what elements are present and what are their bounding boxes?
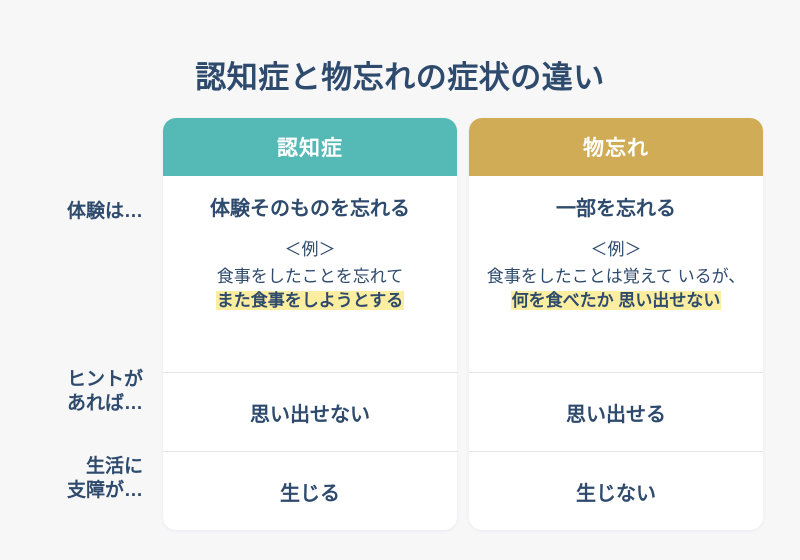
cell-heading: 体験そのものを忘れる [210,198,410,220]
example-highlight-text: 何を食べたか 思い出せない [510,291,722,311]
comparison-table: 体験は… ヒントが あれば… 生活に 支障が… 認知症 体験そのものを忘れる ＜… [0,118,800,530]
answer-text: 思い出せない [250,403,370,426]
comparison-columns: 認知症 体験そのものを忘れる ＜例＞ 食事をしたことを忘れて また食事をしようと… [163,118,776,530]
answer-text: 思い出せる [566,403,666,426]
row-label-experience: 体験は… [66,201,143,222]
cell-dementia-with-hint: 思い出せない [163,372,457,451]
example-block: ＜例＞ 食事をしたことは覚えて いるが、 何を食べたか 思い出せない [486,238,746,314]
column-header-dementia: 認知症 [163,118,457,176]
example-highlight-text: また食事をしようとする [215,291,405,311]
cell-heading: 一部を忘れる [556,198,676,220]
column-card-forgetfulness: 物忘れ 一部を忘れる ＜例＞ 食事をしたことは覚えて いるが、 何を食べたか 思… [469,118,763,530]
row-label-daily-life-impact: 生活に 支障が… [66,456,143,502]
example-plain-text: 食事をしたことは覚えて いるが、 [486,266,746,286]
cell-dementia-experience: 体験そのものを忘れる ＜例＞ 食事をしたことを忘れて また食事をしようとする [163,176,457,372]
answer-text: 生じる [280,482,340,505]
example-tag: ＜例＞ [590,240,642,259]
cell-forgetfulness-with-hint: 思い出せる [469,372,763,451]
cell-dementia-daily-life-impact: 生じる [163,451,457,530]
cell-forgetfulness-experience: 一部を忘れる ＜例＞ 食事をしたことは覚えて いるが、 何を食べたか 思い出せな… [469,176,763,372]
example-block: ＜例＞ 食事をしたことを忘れて また食事をしようとする [215,238,405,314]
column-header-forgetfulness: 物忘れ [469,118,763,176]
answer-text: 生じない [576,482,656,505]
row-label-with-hint: ヒントが あれば… [66,369,143,415]
row-label-column: 体験は… ヒントが あれば… 生活に 支障が… [0,118,155,530]
column-card-dementia: 認知症 体験そのものを忘れる ＜例＞ 食事をしたことを忘れて また食事をしようと… [163,118,457,530]
example-plain-text: 食事をしたことを忘れて [216,266,404,286]
cell-forgetfulness-daily-life-impact: 生じない [469,451,763,530]
page-title: 認知症と物忘れの症状の違い [195,59,605,95]
example-tag: ＜例＞ [284,240,336,259]
